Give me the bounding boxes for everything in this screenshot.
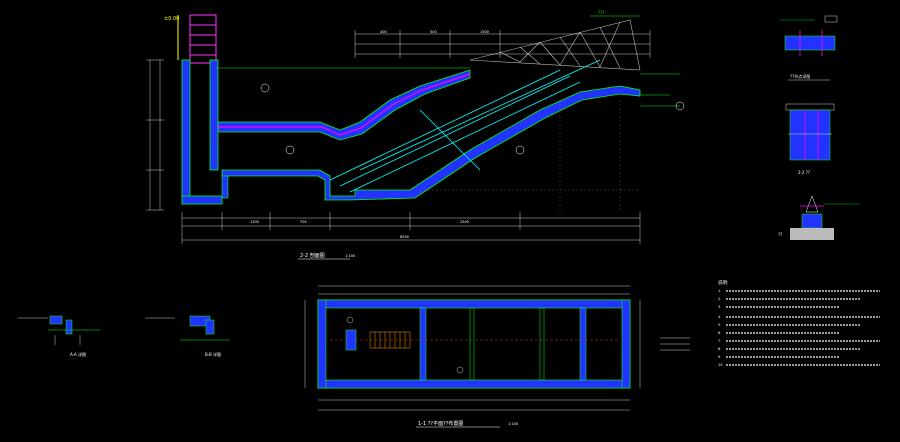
- svg-text:700: 700: [300, 220, 307, 224]
- svg-text:±0.00: ±0.00: [164, 16, 179, 22]
- svg-text:1200: 1200: [250, 220, 259, 224]
- svg-text:2500: 2500: [460, 220, 469, 224]
- detail-mid-right-title: 2-2 ??: [798, 170, 810, 175]
- detail-bottom-right: ??: [778, 195, 860, 240]
- section-title: 2-2 剖面图: [300, 252, 325, 259]
- note-number: 3.: [718, 305, 721, 309]
- upper-duct: [217, 69, 471, 141]
- note-number: 2.: [718, 297, 721, 301]
- note-number: 5.: [718, 323, 721, 327]
- dimensions-top: [354, 30, 651, 58]
- detail-top-right: ??节点详图: [780, 15, 838, 81]
- note-number: 7.: [718, 339, 721, 343]
- dimensions-left: [146, 59, 164, 211]
- legend-small: [660, 337, 690, 351]
- section-view: ±0.00: [146, 10, 685, 260]
- plan-scale: 1:100: [508, 422, 518, 426]
- note-number: 1.: [718, 289, 721, 293]
- detail-top-right-title: ??节点详图: [790, 73, 810, 79]
- detail-mid-right: 2-2 ??: [785, 103, 835, 175]
- svg-text:1500: 1500: [480, 30, 489, 34]
- dimensions-bottom: [181, 212, 641, 244]
- shaft-walls: [181, 59, 223, 205]
- note-number: 8.: [718, 347, 721, 351]
- section-scale: 1:100: [345, 254, 355, 258]
- svg-text:???: ???: [598, 10, 604, 15]
- ground-lines: [216, 67, 680, 107]
- svg-text:400: 400: [380, 30, 387, 34]
- ladder-tower: [189, 14, 217, 64]
- detail-a: A-A 详图: [18, 315, 100, 357]
- detail-a-title: A-A 详图: [70, 351, 86, 357]
- note-number: 10.: [718, 363, 724, 367]
- svg-text:8500: 8500: [400, 235, 409, 239]
- roof-truss: [469, 19, 641, 71]
- detail-b: B-B 详图: [145, 315, 230, 357]
- lower-chamber: [221, 85, 641, 201]
- section-callouts: [260, 83, 685, 155]
- note-number: 6.: [718, 331, 721, 335]
- notes-heading: 说明:: [718, 279, 729, 286]
- section-dim-text: 400 500 1500 1200 700 2500 8500: [250, 30, 489, 239]
- detail-b-title: B-B 详图: [205, 351, 221, 357]
- section-gridlines: [420, 100, 640, 212]
- notes-lines: 1. 2. 3. 4. 5. 6. 7. 8. 9. 10.: [718, 289, 880, 367]
- detail-bottom-right-title: ??: [778, 232, 782, 237]
- notes-block: 说明: 1. 2. 3. 4. 5. 6. 7. 8. 9. 10.: [660, 279, 880, 367]
- note-number: 9.: [718, 355, 721, 359]
- plan-title: 1-1 ??平面??布置图: [418, 420, 463, 427]
- inclined-lines: [329, 59, 601, 193]
- svg-text:500: 500: [430, 30, 437, 34]
- plan-view: 1-1 ??平面??布置图 1:100: [304, 285, 641, 428]
- plan-dimensions: [304, 285, 641, 411]
- note-number: 4.: [718, 315, 721, 319]
